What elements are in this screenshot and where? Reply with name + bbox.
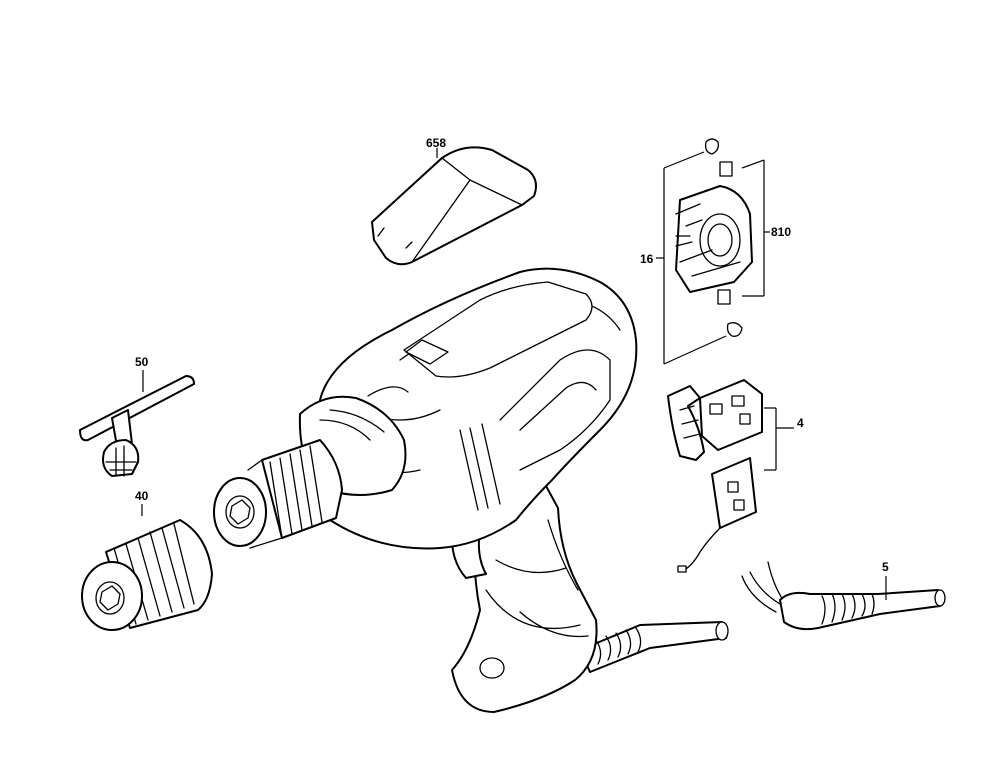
mounted-chuck	[213, 439, 343, 549]
switch-part	[667, 379, 794, 573]
chuck-key-part	[79, 370, 195, 477]
callout-810: 810	[771, 225, 792, 239]
callout-40: 40	[135, 489, 149, 503]
chuck-part	[81, 504, 213, 631]
callout-658: 658	[426, 136, 447, 150]
drill-housing	[298, 267, 729, 713]
power-cord-part	[741, 561, 946, 631]
callout-50: 50	[135, 355, 149, 369]
callout-16: 16	[640, 252, 654, 266]
callout-4: 4	[797, 416, 804, 430]
brush-assembly-part	[656, 138, 770, 365]
callout-5: 5	[882, 560, 889, 574]
top-cover-part	[371, 146, 537, 266]
